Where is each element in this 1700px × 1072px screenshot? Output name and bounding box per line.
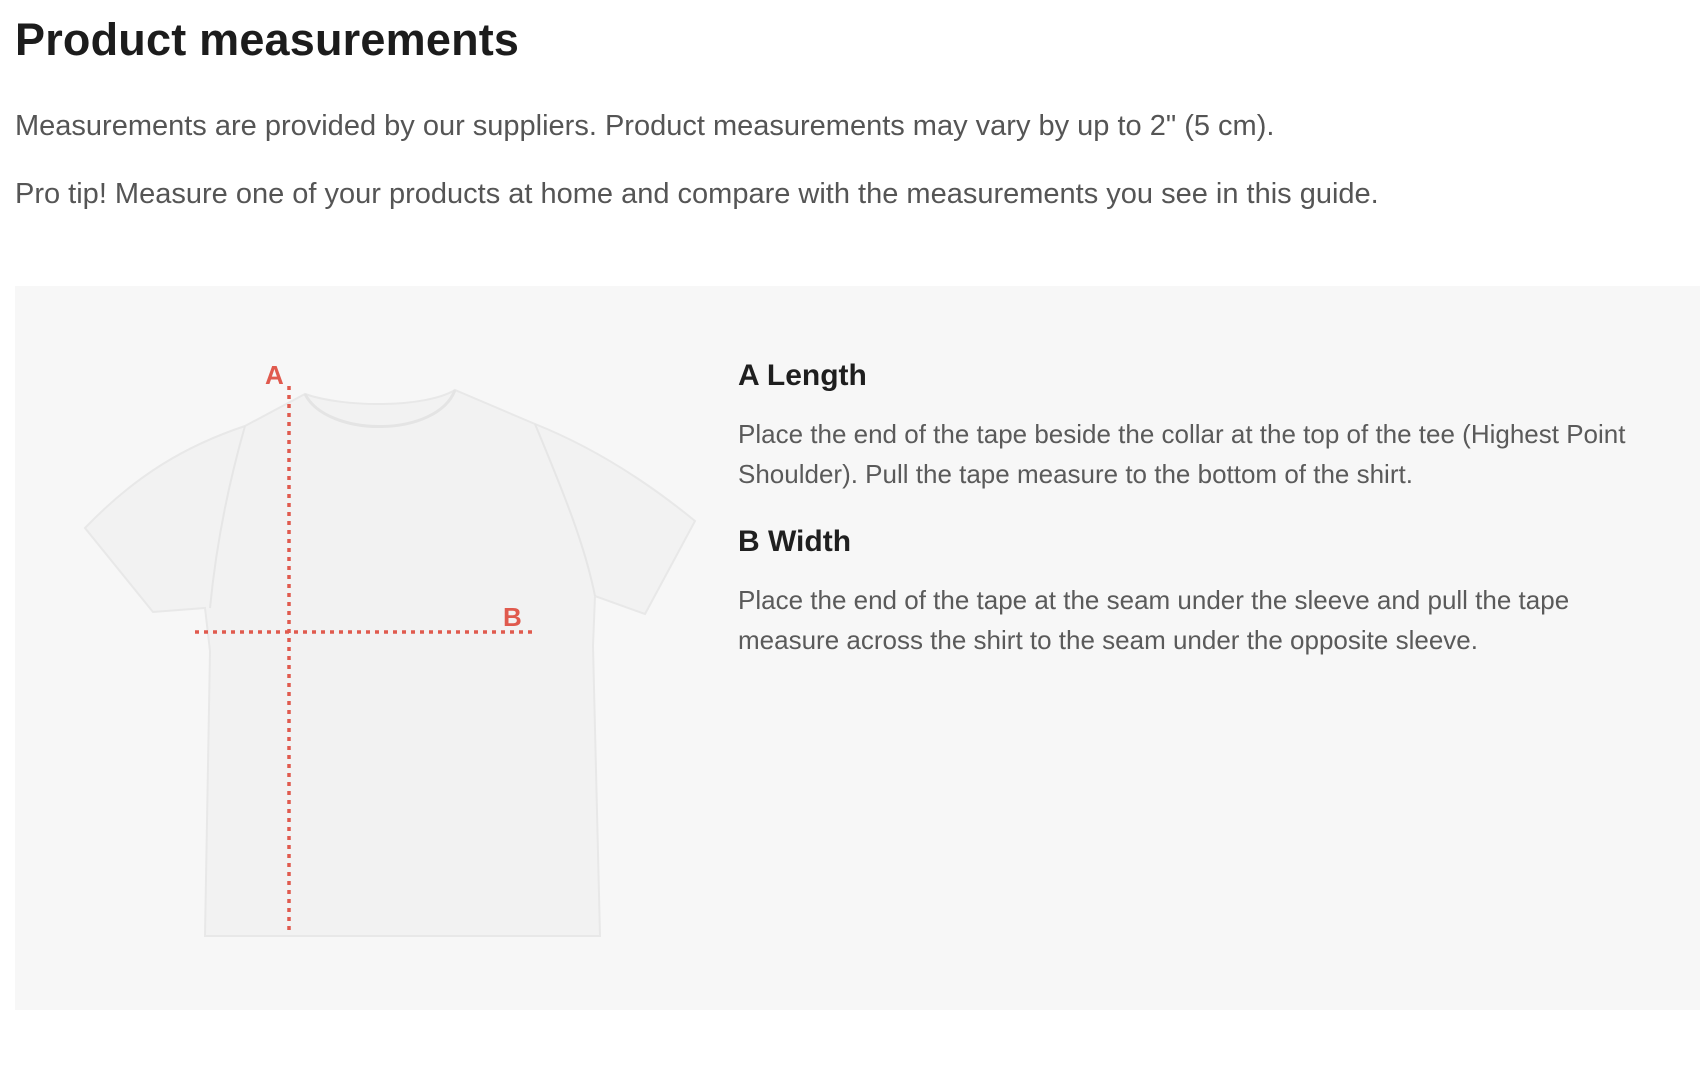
supplier-note: Measurements are provided by our supplie… bbox=[15, 110, 1275, 142]
right-sleeve-seam bbox=[534, 423, 596, 597]
left-sleeve-seam bbox=[209, 425, 246, 609]
product-measurements-page: Product measurements Measurements are pr… bbox=[15, 0, 1700, 1072]
width-heading: B Width bbox=[738, 525, 852, 558]
marker-b-label: B bbox=[503, 602, 522, 632]
length-description: Place the end of the tape beside the col… bbox=[738, 419, 1626, 489]
length-heading: A Length bbox=[738, 359, 867, 392]
marker-a-label: A bbox=[265, 360, 284, 390]
pro-tip: Pro tip! Measure one of your products at… bbox=[15, 178, 1379, 210]
page-title: Product measurements bbox=[15, 14, 520, 65]
tshirt-shape bbox=[83, 388, 697, 937]
width-description: Place the end of the tape at the seam un… bbox=[738, 585, 1570, 655]
measurement-guide-panel: A B A Length Place the end of the tape b… bbox=[15, 286, 1700, 1010]
width-instruction: B Width Place the end of the tape at the… bbox=[738, 522, 1668, 660]
measurement-instructions: A Length Place the end of the tape besid… bbox=[738, 356, 1668, 660]
collar-shape bbox=[303, 389, 457, 428]
tshirt-measurement-diagram: A B bbox=[65, 346, 705, 946]
length-instruction: A Length Place the end of the tape besid… bbox=[738, 356, 1668, 494]
